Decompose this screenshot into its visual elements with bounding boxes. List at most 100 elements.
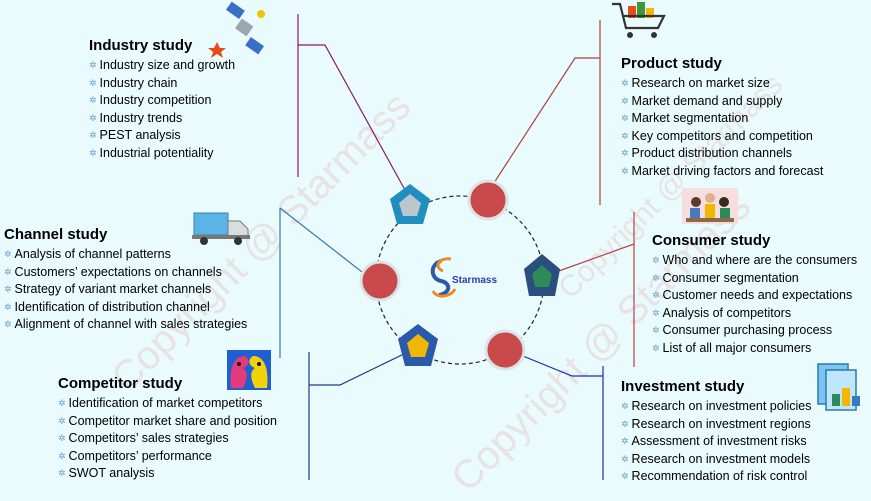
shopping-cart-icon	[612, 2, 666, 38]
bullet-icon: ✲	[652, 325, 660, 335]
product-item: ✲Market driving factors and forecast	[621, 163, 824, 178]
investment-study-title: Investment study	[621, 378, 745, 395]
investment-connector	[517, 353, 603, 377]
channel-item: ✲Alignment of channel with sales strateg…	[4, 317, 248, 331]
bullet-icon: ✲	[4, 249, 12, 259]
bullet-icon: ✲	[4, 319, 12, 329]
investment-item: ✲Research on investment regions	[621, 416, 811, 431]
bullet-icon: ✲	[621, 130, 629, 141]
bullet-icon: ✲	[89, 130, 97, 140]
bullet-icon: ✲	[652, 272, 660, 283]
bullet-icon: ✲	[621, 78, 629, 88]
consumer-item: ✲Customer needs and expectations	[652, 288, 853, 302]
competitor-item: ✲Identification of market competitors	[58, 396, 263, 410]
pentagon-node-top	[390, 184, 430, 224]
bullet-icon: ✲	[621, 471, 629, 481]
investment-documents-icon	[817, 363, 860, 411]
bullet-icon: ✲	[621, 436, 629, 446]
competitor-study-block: Competitor study ✲Identification of mark…	[58, 375, 277, 483]
connector-graphics	[192, 1, 860, 480]
bullet-icon: ✲	[58, 468, 66, 478]
truck-icon	[192, 212, 250, 245]
consumer-item: ✲Consumer segmentation	[652, 270, 799, 285]
bullet-icon: ✲	[621, 418, 629, 429]
investment-study-block: Investment study ✲Research on investment…	[621, 378, 812, 486]
consumer-item: ✲Consumer purchasing process	[652, 323, 833, 337]
bullet-icon: ✲	[4, 301, 12, 312]
product-study-block: Product study ✲Research on market size ✲…	[621, 55, 823, 180]
product-connector	[491, 57, 600, 187]
industry-study-title: Industry study	[89, 37, 193, 54]
bullet-icon: ✲	[58, 450, 66, 461]
industry-item: ✲Industry chain	[89, 75, 178, 90]
industry-study-block: Industry study ✲Industry size and growth…	[89, 37, 235, 162]
investment-item: ✲Research on investment models	[621, 451, 811, 466]
product-item: ✲Product distribution channels	[621, 146, 793, 160]
channel-item: ✲Analysis of channel patterns	[4, 247, 171, 261]
bullet-icon: ✲	[4, 266, 12, 277]
channel-item: ✲Customers’ expectations on channels	[4, 264, 222, 279]
red-node	[359, 260, 401, 302]
product-item: ✲Market demand and supply	[621, 93, 783, 108]
bullet-icon: ✲	[89, 77, 97, 88]
industry-item: ✲Industry trends	[89, 110, 183, 125]
competitors-faces-icon	[227, 350, 271, 390]
consumer-item: ✲Analysis of competitors	[652, 305, 792, 320]
satellite-icon	[208, 1, 265, 58]
consumer-study-title: Consumer study	[652, 232, 771, 249]
bullet-icon: ✲	[58, 433, 66, 443]
starmass-logo-icon	[430, 257, 457, 298]
investment-item: ✲Assessment of investment risks	[621, 434, 807, 448]
bullet-icon: ✲	[58, 415, 66, 426]
red-node	[467, 179, 509, 221]
channel-item: ✲Identification of distribution channel	[4, 299, 210, 314]
product-study-title: Product study	[621, 55, 722, 72]
bullet-icon: ✲	[621, 148, 629, 158]
consumer-item: ✲Who and where are the consumers	[652, 253, 858, 267]
diagram: Copyright @ Starmass Copyright @ Starmas…	[4, 1, 860, 500]
bullet-icon: ✲	[89, 112, 97, 123]
competitor-item: ✲Competitors’ performance	[58, 448, 212, 463]
channel-connector	[279, 207, 363, 273]
bullet-icon: ✲	[652, 342, 660, 353]
channel-study-title: Channel study	[4, 226, 108, 243]
channel-study-block: Channel study ✲Analysis of channel patte…	[4, 226, 247, 334]
pentagon-node-bottom	[398, 324, 438, 366]
bullet-icon: ✲	[621, 113, 629, 123]
consumer-connector	[555, 243, 635, 273]
competitor-item: ✲Competitor market share and position	[58, 413, 277, 428]
bullet-icon: ✲	[4, 284, 12, 294]
industry-item: ✲Industry size and growth	[89, 58, 236, 72]
consumer-item: ✲List of all major consumers	[652, 340, 812, 355]
pentagon-node-right	[524, 254, 560, 296]
bullet-icon: ✲	[621, 401, 629, 411]
channel-item: ✲Strategy of variant market channels	[4, 282, 212, 296]
people-meeting-icon	[682, 188, 738, 224]
bullet-icon: ✲	[89, 95, 97, 105]
product-item: ✲Research on market size	[621, 76, 770, 90]
bullet-icon: ✲	[652, 307, 660, 318]
industry-item: ✲Industry competition	[89, 93, 212, 107]
industry-item: ✲Industrial potentiality	[89, 145, 214, 160]
center-logo-text: Starmass	[452, 275, 498, 286]
product-item: ✲Market segmentation	[621, 111, 749, 125]
competitor-item: ✲SWOT analysis	[58, 466, 155, 480]
bullet-icon: ✲	[621, 95, 629, 106]
competitor-item: ✲Competitors’ sales strategies	[58, 431, 229, 445]
product-item: ✲Key competitors and competition	[621, 128, 813, 143]
bullet-icon: ✲	[652, 290, 660, 300]
investment-item: ✲Recommendation of risk control	[621, 469, 808, 483]
bullet-icon: ✲	[89, 147, 97, 158]
bullet-icon: ✲	[621, 165, 629, 176]
bullet-icon: ✲	[621, 453, 629, 464]
bullet-icon: ✲	[58, 398, 66, 408]
industry-connector	[298, 44, 406, 191]
bullet-icon: ✲	[652, 255, 660, 265]
industry-item: ✲PEST analysis	[89, 128, 181, 142]
consumer-study-block: Consumer study ✲Who and where are the co…	[652, 232, 857, 357]
red-node	[484, 329, 526, 371]
investment-item: ✲Research on investment policies	[621, 399, 812, 413]
competitor-study-title: Competitor study	[58, 375, 183, 392]
competitor-connector	[309, 351, 409, 386]
bullet-icon: ✲	[89, 60, 97, 70]
